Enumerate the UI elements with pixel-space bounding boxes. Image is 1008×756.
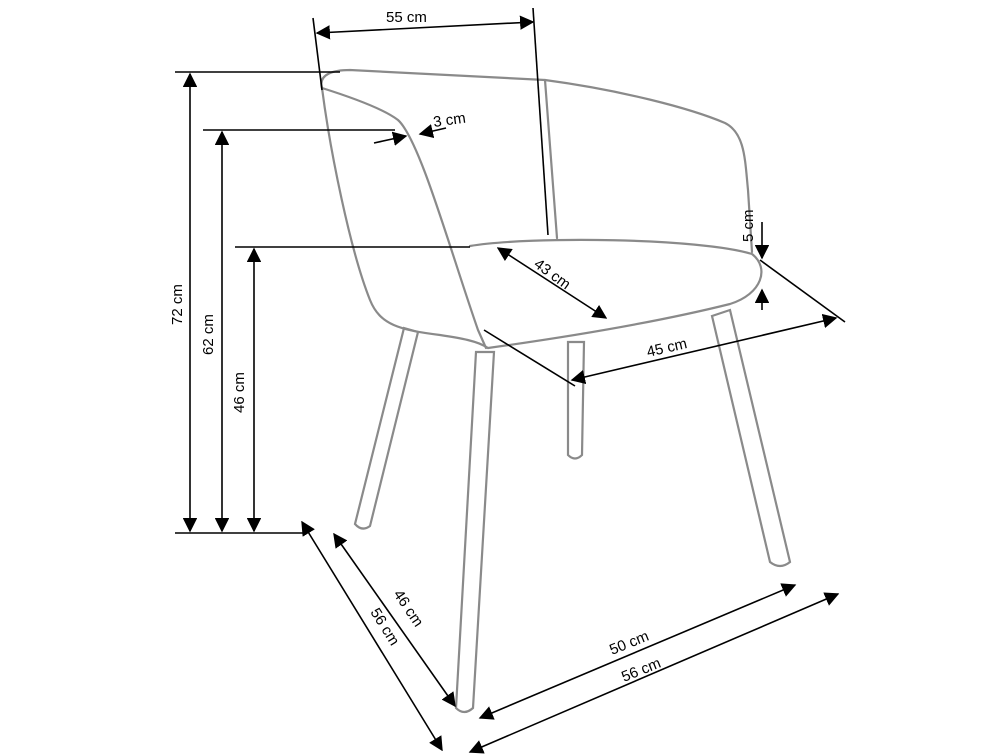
label-total-height: 72 cm: [169, 284, 186, 325]
backrest-outer: [320, 68, 754, 254]
dimension-labels: 55 cm 3 cm 5 cm 43 cm 45 cm 72 cm 62 cm …: [169, 9, 757, 686]
label-total-width: 56 cm: [619, 655, 663, 686]
label-leg-depth: 46 cm: [390, 587, 427, 630]
backrest-seam: [543, 78, 559, 240]
chair-outline: [320, 68, 763, 350]
chair-legs: [353, 308, 792, 714]
inner-panel: [320, 86, 488, 350]
back-right-leg: [566, 340, 586, 460]
label-seat-height: 46 cm: [231, 372, 248, 413]
label-top-width: 55 cm: [386, 9, 427, 26]
label-back-thickness: 3 cm: [432, 110, 467, 131]
label-seat-thickness: 5 cm: [740, 209, 757, 242]
side-panel: [320, 86, 490, 350]
dimension-lines: [175, 7, 846, 754]
label-total-depth: 56 cm: [367, 605, 403, 649]
back-left-leg: [353, 326, 420, 530]
front-right-leg: [710, 308, 792, 568]
label-seat-depth: 43 cm: [531, 255, 574, 293]
label-leg-width: 50 cm: [607, 628, 651, 659]
label-armrest-height: 62 cm: [200, 314, 217, 355]
front-left-leg: [454, 350, 496, 714]
